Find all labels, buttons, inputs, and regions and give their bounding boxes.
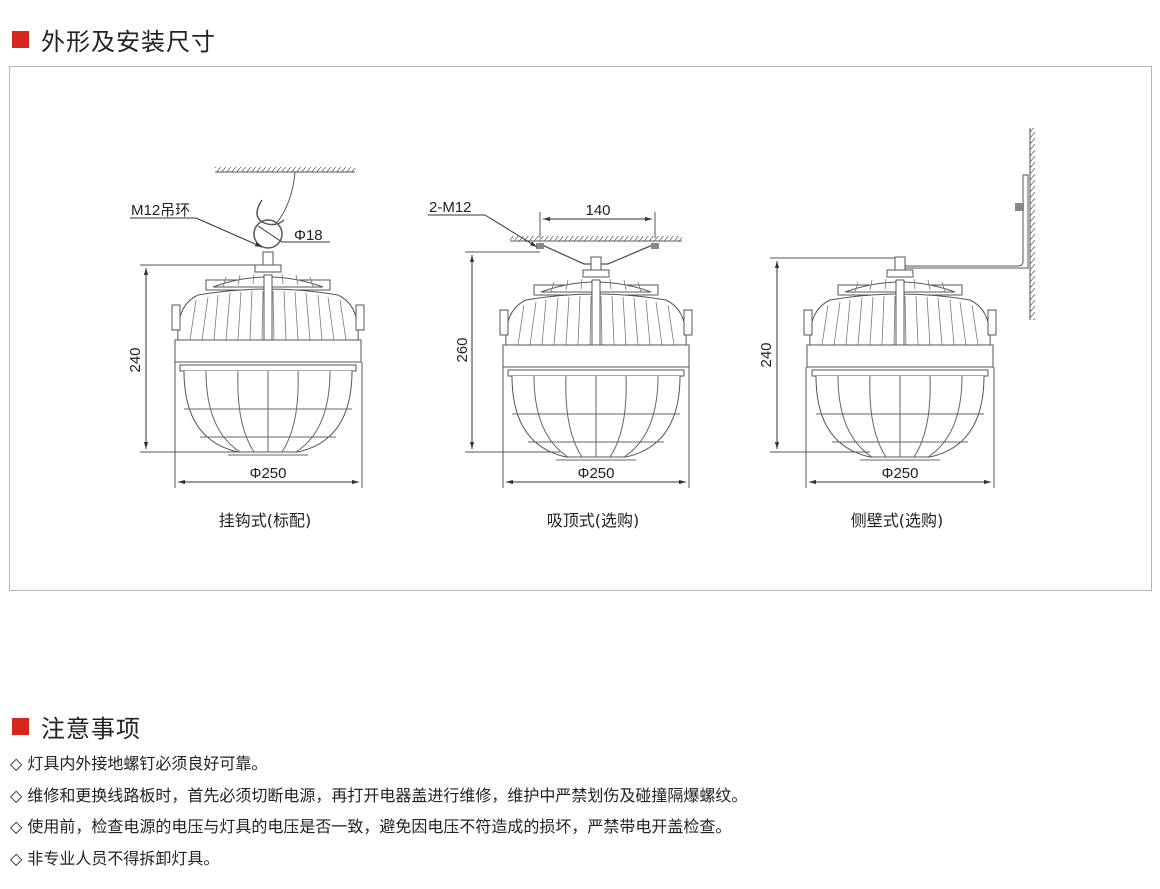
drawing-hook-mount: M12吊环 Φ18 240 Φ250 挂钩式(标配) <box>127 167 365 530</box>
bolt-icon <box>651 243 659 249</box>
hanging-wire <box>274 171 296 226</box>
wall-bracket <box>900 174 1029 269</box>
section-title: 外形及安装尺寸 <box>41 28 216 56</box>
diamond-bullet-icon: ◇ <box>10 817 23 836</box>
note-text: 灯具内外接地螺钉必须良好可靠。 <box>27 754 268 773</box>
diamond-bullet-icon: ◇ <box>10 848 23 868</box>
drawing-wall-mount: 240 Φ250 侧壁式(选购) <box>758 128 1035 530</box>
ceiling-hatch <box>215 167 355 172</box>
heading-marker <box>12 31 29 48</box>
drawing-ceiling-mount: 140 2-M12 260 Φ250 吸顶式(选购) <box>428 199 693 530</box>
bolt-icon <box>1015 203 1024 211</box>
note-text: 维修和更换线路板时，首先必须切断电源，再打开电器盖进行维修，维护中严禁划伤及碰撞… <box>27 785 748 805</box>
bolt-icon <box>536 243 544 249</box>
note-item: ◇ 维修和更换线路板时，首先必须切断电源，再打开电器盖进行维修，维护中严禁划伤及… <box>10 780 747 812</box>
wall-hatch <box>1030 128 1035 320</box>
bolt-label: 2-M12 <box>429 199 472 216</box>
note-text: 非专业人员不得拆卸灯具。 <box>27 848 220 868</box>
lamp-body <box>803 256 997 461</box>
section-heading-dimensions: 外形及安装尺寸 <box>12 22 216 57</box>
height-label: 260 <box>454 337 471 362</box>
note-item: ◇ 灯具内外接地螺钉必须良好可靠。 <box>10 748 747 780</box>
lamp-body <box>171 251 365 456</box>
ring-label: M12吊环 <box>131 202 190 219</box>
spacing-label: 140 <box>585 202 610 219</box>
diameter-label: Φ250 <box>882 465 919 482</box>
section-heading-notes: 注意事项 <box>12 709 141 744</box>
drawing-caption: 侧壁式(选购) <box>851 511 944 530</box>
drawing-caption: 吸顶式(选购) <box>547 511 640 530</box>
height-label: 240 <box>758 342 775 367</box>
diamond-bullet-icon: ◇ <box>10 754 23 773</box>
ring-icon <box>253 219 283 249</box>
lamp-body <box>499 256 693 461</box>
drawing-frame <box>9 66 1152 591</box>
heading-marker <box>12 718 29 735</box>
note-text: 使用前，检查电源的电压与灯具的电压是否一致，避免因电压不符造成的损坏，严禁带电开… <box>27 817 732 836</box>
notes-list: ◇ 灯具内外接地螺钉必须良好可靠。 ◇ 维修和更换线路板时，首先必须切断电源，再… <box>10 748 747 874</box>
drawing-caption: 挂钩式(标配) <box>219 511 312 530</box>
ceiling-hatch <box>510 236 682 241</box>
diameter-label: Φ250 <box>578 465 615 482</box>
ring-diameter-label: Φ18 <box>294 227 323 244</box>
diameter-label: Φ250 <box>250 465 287 482</box>
height-label: 240 <box>127 347 144 372</box>
section-title: 注意事项 <box>41 715 141 743</box>
diamond-bullet-icon: ◇ <box>10 785 23 805</box>
note-item: ◇ 非专业人员不得拆卸灯具。 <box>10 843 747 875</box>
note-item: ◇ 使用前，检查电源的电压与灯具的电压是否一致，避免因电压不符造成的损坏，严禁带… <box>10 811 747 843</box>
